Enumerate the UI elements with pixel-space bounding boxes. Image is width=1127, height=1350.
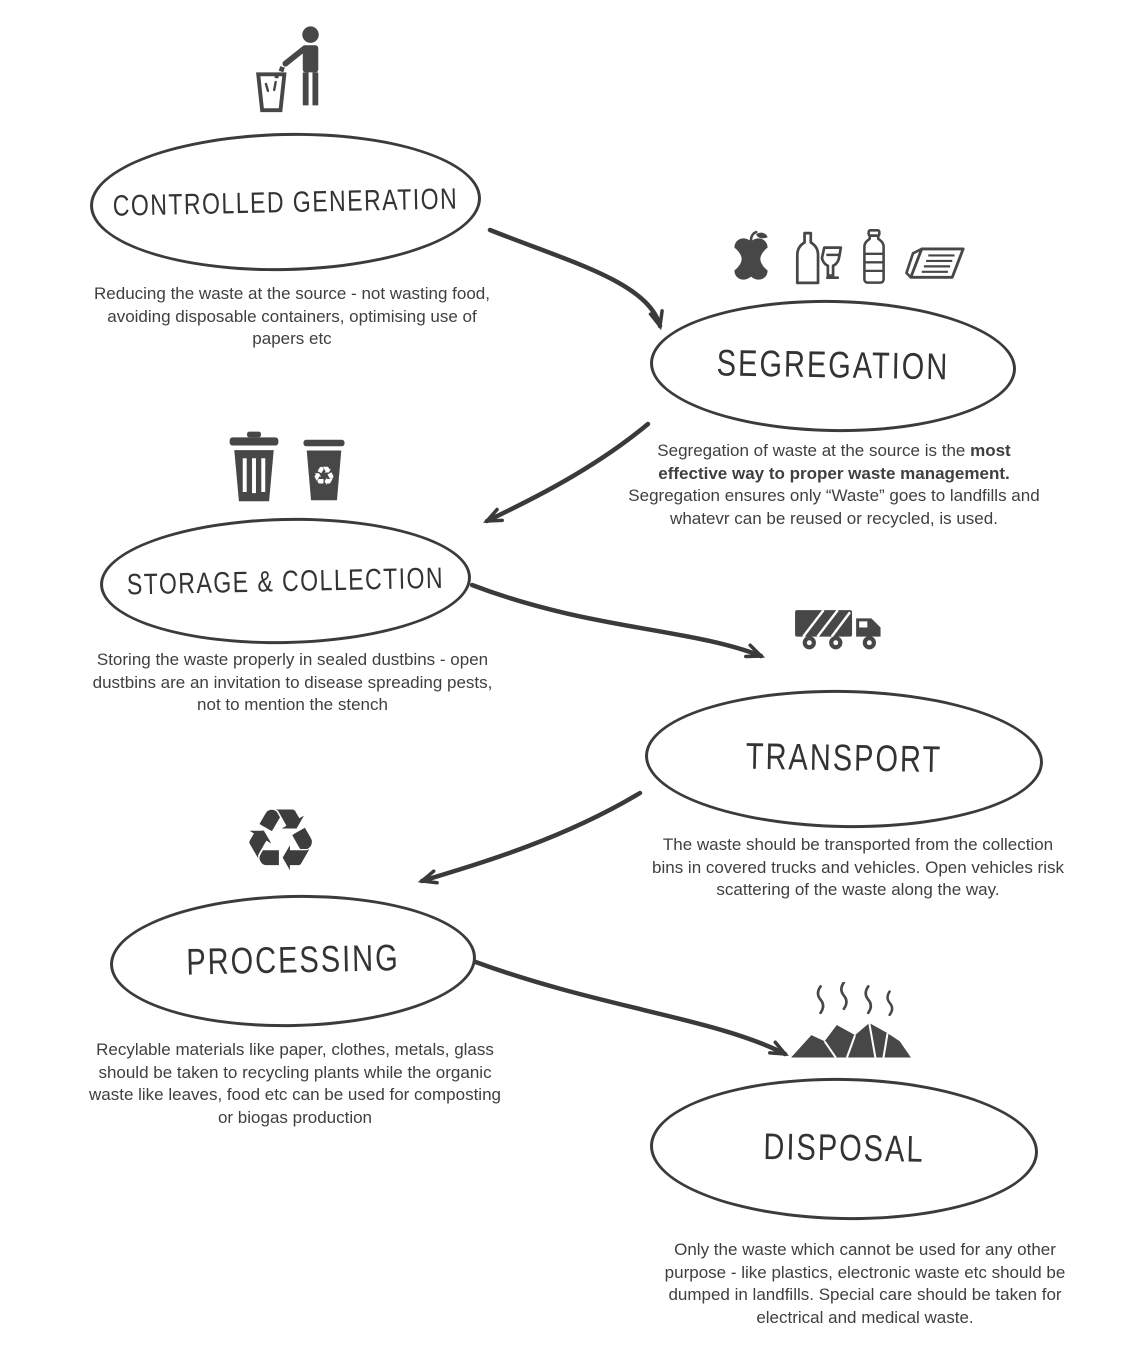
arrow-segregation-to-storage xyxy=(482,421,651,524)
arrow-processing-to-disposal xyxy=(467,957,789,1057)
step-ellipse-transport: Transport xyxy=(643,686,1045,832)
wine-bottle-and-glass-icon xyxy=(790,230,844,291)
apple-core-icon xyxy=(726,230,776,291)
step-description-disposal: Only the waste which cannot be used for … xyxy=(664,1240,1066,1327)
storage-icons: ♻ xyxy=(225,430,351,509)
step-description-processing: Recylable materials like paper, clothes,… xyxy=(88,1040,501,1127)
arrow-generation-to-segregation xyxy=(487,227,664,331)
step-description-controlled-generation: Reducing the waste at the source - not w… xyxy=(94,284,490,349)
garbage-truck-icon xyxy=(793,600,905,658)
newspaper-icon xyxy=(904,238,970,291)
step-description-transport: The waste should be transported from the… xyxy=(652,835,1064,900)
arrow-storage-to-transport xyxy=(469,582,766,659)
segregation-icons xyxy=(726,228,970,291)
arrow-transport-to-processing xyxy=(417,790,643,885)
step-title-disposal: Disposal xyxy=(763,1126,925,1171)
water-bottle-icon xyxy=(858,228,890,291)
step-description-storage-collection: Storing the waste properly in sealed dus… xyxy=(92,650,493,715)
svg-text:♻: ♻ xyxy=(312,462,335,492)
segregation-desc-pre: Segregation of waste at the source is th… xyxy=(657,441,971,460)
dustbin-icon xyxy=(225,430,283,509)
littering-person-icon xyxy=(252,24,340,116)
segregation-desc-bold: most effective way to proper waste manag… xyxy=(658,441,1011,483)
recycle-bin-icon: ♻ xyxy=(297,436,351,509)
landfill-icon xyxy=(785,982,917,1064)
step-title-storage-collection: Storage & Collection xyxy=(126,560,445,601)
step-ellipse-controlled-generation: Controlled Generation xyxy=(88,128,483,276)
step-title-controlled-generation: Controlled Generation xyxy=(112,181,459,222)
step-ellipse-storage-collection: Storage & Collection xyxy=(98,514,473,648)
step-ellipse-processing: Processing xyxy=(108,891,478,1031)
segregation-desc-post: Segregation ensures only “Waste” goes to… xyxy=(628,486,1040,528)
step-title-transport: Transport xyxy=(745,736,943,781)
step-title-processing: Processing xyxy=(185,937,401,984)
step-description-segregation: Segregation of waste at the source is th… xyxy=(628,440,1040,530)
step-ellipse-disposal: Disposal xyxy=(648,1074,1040,1224)
recycling-symbol-icon: ♻ xyxy=(242,791,320,891)
step-ellipse-segregation: Segregation xyxy=(648,296,1018,436)
step-title-segregation: Segregation xyxy=(716,342,950,388)
